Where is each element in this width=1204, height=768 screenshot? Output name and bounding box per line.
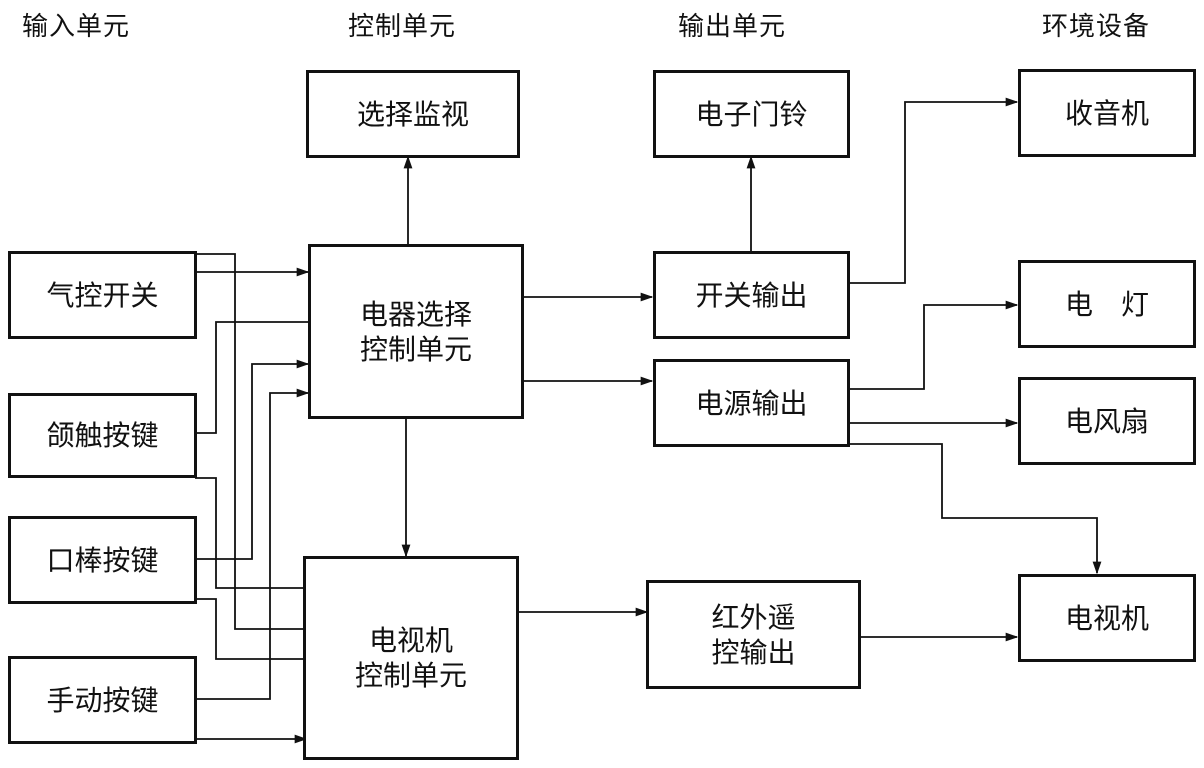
box-appliance-select-line2: 控制单元: [359, 332, 472, 366]
box-switch-output-label: 开关输出: [695, 278, 808, 312]
header-output-unit: 输出单元: [678, 12, 787, 42]
box-power-output: 电源输出: [653, 359, 850, 447]
box-manual-key: 手动按键: [8, 656, 197, 744]
box-air-switch-label: 气控开关: [46, 278, 159, 312]
wire-mouth-to-appliance: [195, 359, 310, 560]
box-manual-key-label: 手动按键: [46, 683, 159, 717]
box-electronic-doorbell-label: 电子门铃: [695, 97, 808, 131]
box-switch-output: 开关输出: [653, 251, 850, 339]
wire-mouth-to-tv: [195, 598, 306, 660]
wire-power-to-lamp: [848, 300, 1019, 390]
box-lamp: 电 灯: [1018, 260, 1196, 348]
box-tv-control: 电视机 控制单元: [303, 556, 519, 760]
box-radio: 收音机: [1018, 69, 1196, 157]
wire-manual-to-appliance: [195, 388, 310, 700]
box-appliance-select-line1: 电器选择: [359, 297, 472, 331]
box-mouth-stick-key: 口棒按键: [8, 516, 197, 604]
box-ir-remote-line2: 控输出: [711, 635, 796, 669]
box-tv: 电视机: [1018, 574, 1196, 662]
box-chin-key-label: 颌触按键: [46, 419, 159, 452]
box-mouth-stick-key-label: 口棒按键: [46, 543, 159, 577]
box-tv-control-line2: 控制单元: [354, 659, 467, 692]
box-air-switch: 气控开关: [8, 251, 197, 339]
wire-chin-to-tv: [195, 477, 306, 589]
box-appliance-select-control: 电器选择 控制单元: [308, 244, 524, 419]
box-select-monitor-label: 选择监视: [356, 97, 469, 131]
box-radio-label: 收音机: [1064, 96, 1149, 130]
box-tv-control-line1: 电视机: [368, 624, 453, 657]
wire-air-to-tv: [195, 253, 306, 630]
box-select-monitor: 选择监视: [306, 70, 520, 158]
box-fan-label: 电风扇: [1064, 404, 1149, 438]
wire-switch-to-radio: [848, 97, 1019, 284]
box-fan: 电风扇: [1018, 377, 1196, 465]
box-chin-key: 颌触按键: [8, 393, 197, 478]
box-lamp-label: 电 灯: [1064, 287, 1149, 321]
box-ir-remote-line1: 红外遥: [711, 600, 796, 634]
wire-power-to-tv: [848, 443, 1102, 575]
box-electronic-doorbell: 电子门铃: [653, 70, 850, 158]
header-environment: 环境设备: [1042, 12, 1151, 42]
header-input-unit: 输入单元: [22, 12, 131, 42]
header-control-unit: 控制单元: [348, 12, 457, 42]
box-power-output-label: 电源输出: [695, 386, 808, 420]
box-ir-remote-output: 红外遥 控输出: [646, 580, 861, 689]
box-tv-label: 电视机: [1064, 601, 1149, 635]
wire-chin-to-appliance: [195, 321, 308, 434]
